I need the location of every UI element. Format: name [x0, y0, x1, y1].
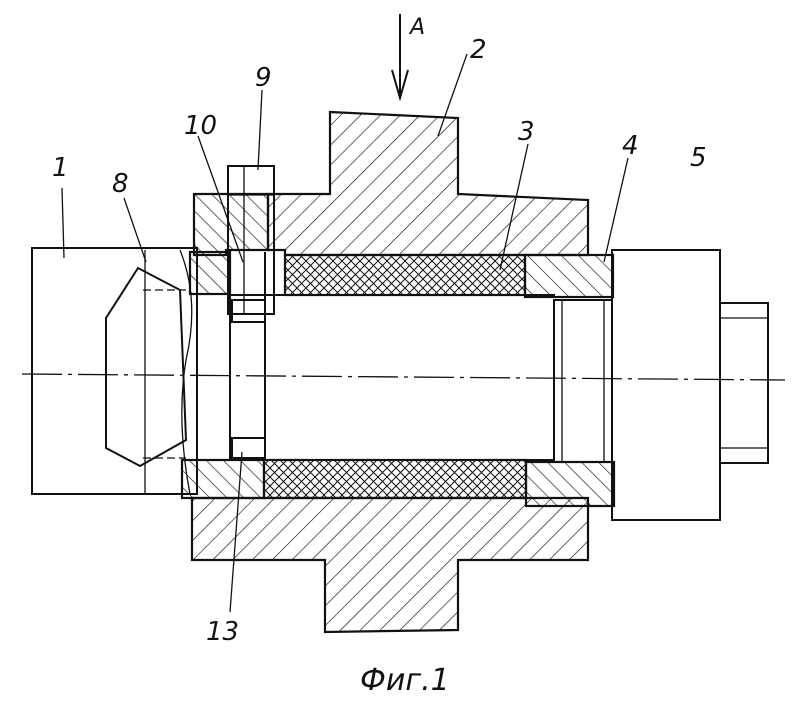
- center-axis: [22, 374, 785, 380]
- label-part-13: 13: [206, 617, 239, 647]
- gear-lower-section: [192, 498, 588, 632]
- label-part-8: 8: [112, 169, 129, 199]
- ring-4-upper: [525, 255, 613, 297]
- figure-caption: Фиг.1: [360, 663, 450, 698]
- hexagon-nut: [106, 268, 186, 466]
- label-part-5: 5: [690, 143, 707, 173]
- liner-upper: [285, 255, 525, 295]
- ring-4-lower: [526, 462, 614, 506]
- label-part-1: 1: [52, 153, 69, 183]
- label-part-10: 10: [184, 111, 217, 141]
- label-part-4: 4: [622, 131, 639, 161]
- label-part-2: 2: [470, 35, 487, 65]
- gear-upper-section: [268, 112, 588, 255]
- view-arrow-label: A: [408, 15, 425, 40]
- label-part-9: 9: [255, 63, 272, 93]
- liner-lower: [264, 460, 526, 498]
- sleeve-lower-left: [182, 460, 264, 498]
- nut-5: [612, 250, 720, 520]
- label-part-3: 3: [518, 117, 535, 147]
- sleeve-upper-left: [190, 252, 230, 294]
- bushing-upper: [194, 194, 268, 255]
